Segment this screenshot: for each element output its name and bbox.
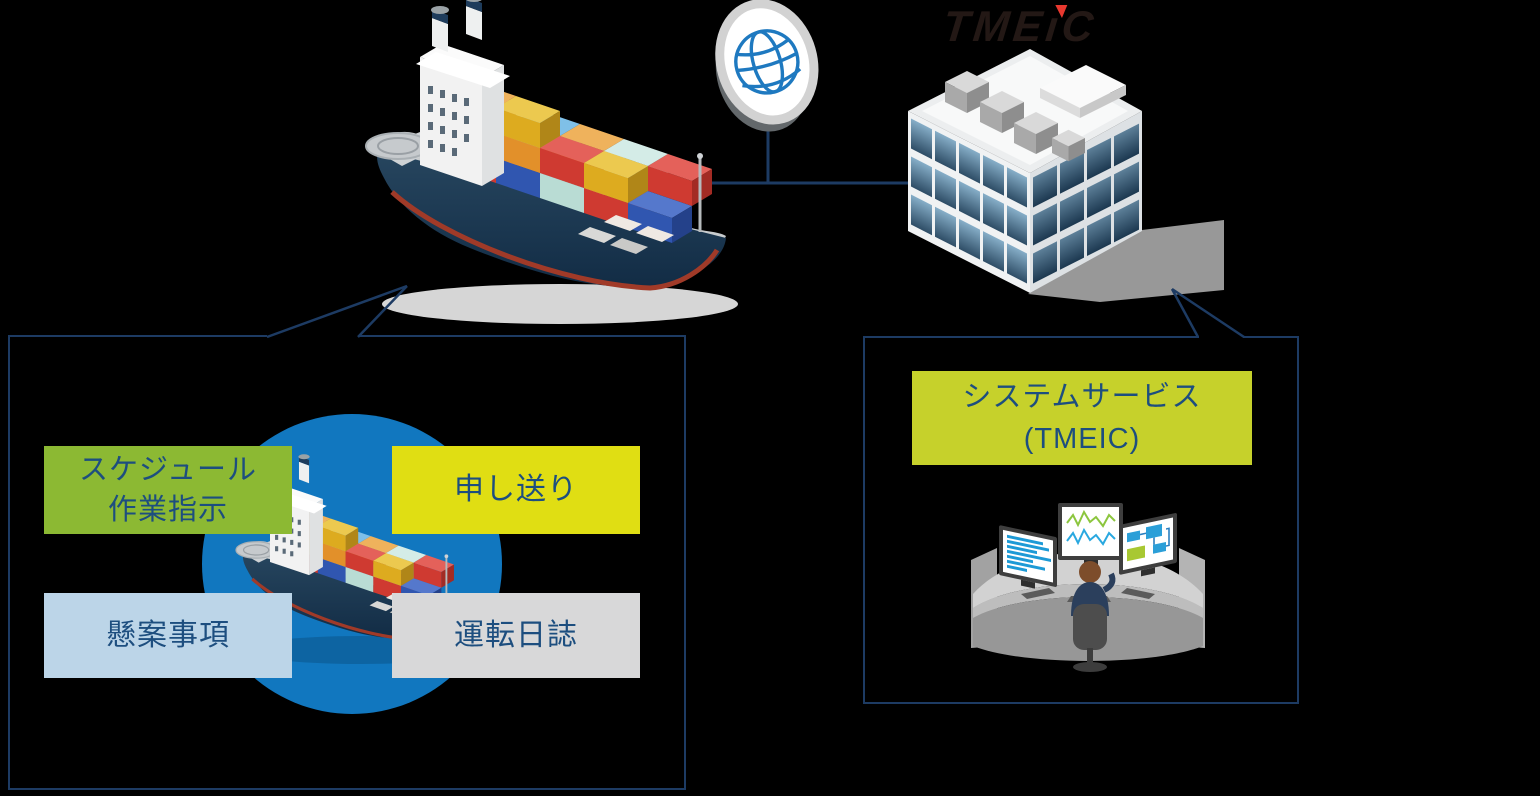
building-shadow — [1028, 220, 1224, 302]
label-line: 懸案事項 — [106, 618, 230, 652]
tmeic-logo-red-triangle — [1053, 4, 1068, 18]
label-schedule-work-instructions: スケジュール 作業指示 — [44, 446, 292, 534]
office-building-illustration — [908, 49, 1224, 302]
console-right-monitor — [1119, 513, 1177, 577]
label-line: 申し送り — [454, 473, 578, 507]
label-line: スケジュール — [79, 453, 257, 486]
console-chair — [1073, 604, 1107, 672]
building-roof — [908, 49, 1142, 173]
service-panel — [863, 336, 1299, 704]
label-line: (TMEIC) — [1023, 423, 1141, 455]
tmeic-logo-text: TME — [940, 2, 1049, 51]
label-line: 運転日誌 — [454, 618, 578, 652]
label-line: 作業指示 — [107, 494, 228, 526]
ship-shadow — [382, 284, 738, 324]
console-center-monitor — [1058, 503, 1123, 566]
label-system-service-tmeic: システムサービス (TMEIC) — [912, 371, 1252, 465]
console-left-monitor — [999, 525, 1057, 589]
label-operation-log: 運転日誌 — [392, 593, 640, 678]
container-ship-illustration — [320, 0, 738, 324]
building-right-face — [1030, 111, 1142, 293]
roof-slab — [1040, 65, 1126, 118]
label-line: システムサービス — [962, 380, 1202, 413]
label-pending-issues: 懸案事項 — [44, 593, 292, 678]
globe-icon — [715, 0, 819, 132]
label-handover: 申し送り — [392, 446, 640, 534]
control-room-console-illustration — [971, 503, 1205, 672]
building-left-face — [908, 111, 1030, 293]
